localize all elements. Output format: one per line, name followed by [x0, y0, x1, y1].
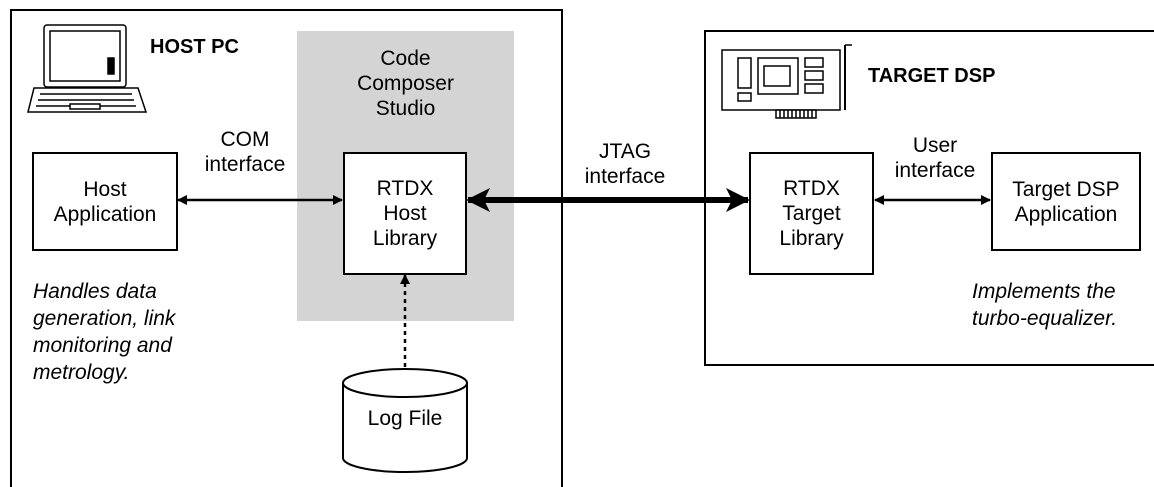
host-pc-note: Handles data generation, link monitoring… [33, 280, 176, 384]
user-interface-label: User interface [894, 134, 976, 182]
host-application-box: Host Application [32, 152, 178, 251]
log-file-cylinder [342, 368, 468, 473]
host-application-label: Host Application [53, 177, 157, 226]
rtdx-target-library-label: RTDX Target Library [779, 177, 844, 250]
target-dsp-application-box: Target DSP Application [991, 152, 1141, 251]
com-interface-label: COM interface [204, 128, 286, 176]
target-dsp-title: TARGET DSP [868, 65, 996, 87]
rtdx-host-library-box: RTDX Host Library [343, 152, 467, 275]
log-file-label: Log File [367, 407, 443, 430]
rtdx-target-library-box: RTDX Target Library [749, 152, 874, 275]
target-dsp-application-label: Target DSP Application [1012, 177, 1120, 226]
laptop-icon [27, 24, 148, 113]
host-pc-title: HOST PC [150, 36, 239, 58]
ccs-label: Code Composer Studio [357, 47, 454, 120]
circuit-board-icon [721, 44, 852, 119]
host-pc-frame [10, 9, 563, 487]
target-dsp-note: Implements the turbo-equalizer. [972, 280, 1118, 330]
jtag-interface-label: JTAG interface [584, 140, 666, 188]
rtdx-host-library-label: RTDX Host Library [372, 177, 438, 250]
